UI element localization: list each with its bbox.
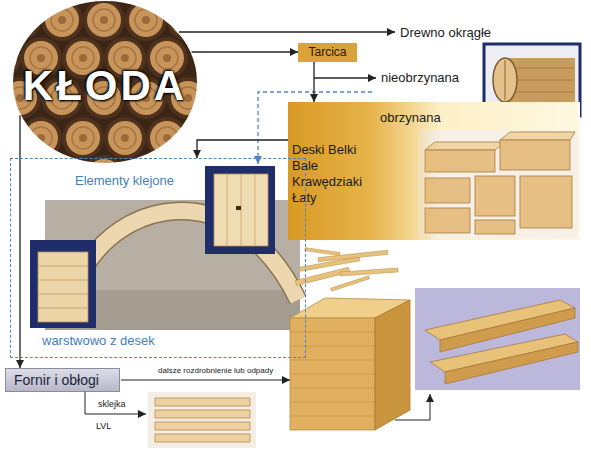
boards-photo [415,288,580,390]
band-ground [288,102,580,240]
group-region: Elementy klejone warstwowo z desek [10,158,306,358]
logs-photo [0,0,209,197]
log-circle: KŁODA [12,0,198,164]
leader-arrow [85,392,146,414]
product-label: LVL [96,421,111,432]
product-label: sklejka [98,399,126,410]
leader-arrow [314,77,376,78]
flow-arrow [313,62,314,102]
flow-arrow [197,140,288,158]
wood-strands [295,248,398,291]
process-box: Tarcica [298,43,357,62]
region-note: warstwowo z desek [42,333,155,349]
circle-rim [12,0,198,164]
output-label: nieobrzynana [381,70,459,86]
category-band: obrzynanaDeski Belki Bale Krawędziaki Ła… [288,102,580,240]
plywood-photo [148,392,256,448]
product-list: Deski Belki Bale Krawędziaki Łaty [292,142,362,206]
flow-arrow [19,115,20,368]
output-label: Drewno okrągłe [400,25,491,41]
circle-title: KŁODA [23,62,187,110]
box-label: Fornir i obłogi [14,372,111,388]
lvl-bundle-photo [290,298,410,430]
band-heading: obrzynana [380,110,441,126]
flow-arrow [192,51,298,52]
leader-arrow [395,394,430,420]
curved-glulam-photo [45,200,300,330]
line-note: dalsze rozdrobnienie lub odpady [158,366,273,376]
leader-arrow [179,31,395,32]
box-label: Tarcica [305,45,350,60]
glued-block-photo [30,240,96,328]
region-heading: Elementy klejone [75,173,174,189]
process-box: Fornir i obłogi [5,368,120,392]
leader-arrow [121,380,290,381]
glued-block-photo [205,166,275,254]
